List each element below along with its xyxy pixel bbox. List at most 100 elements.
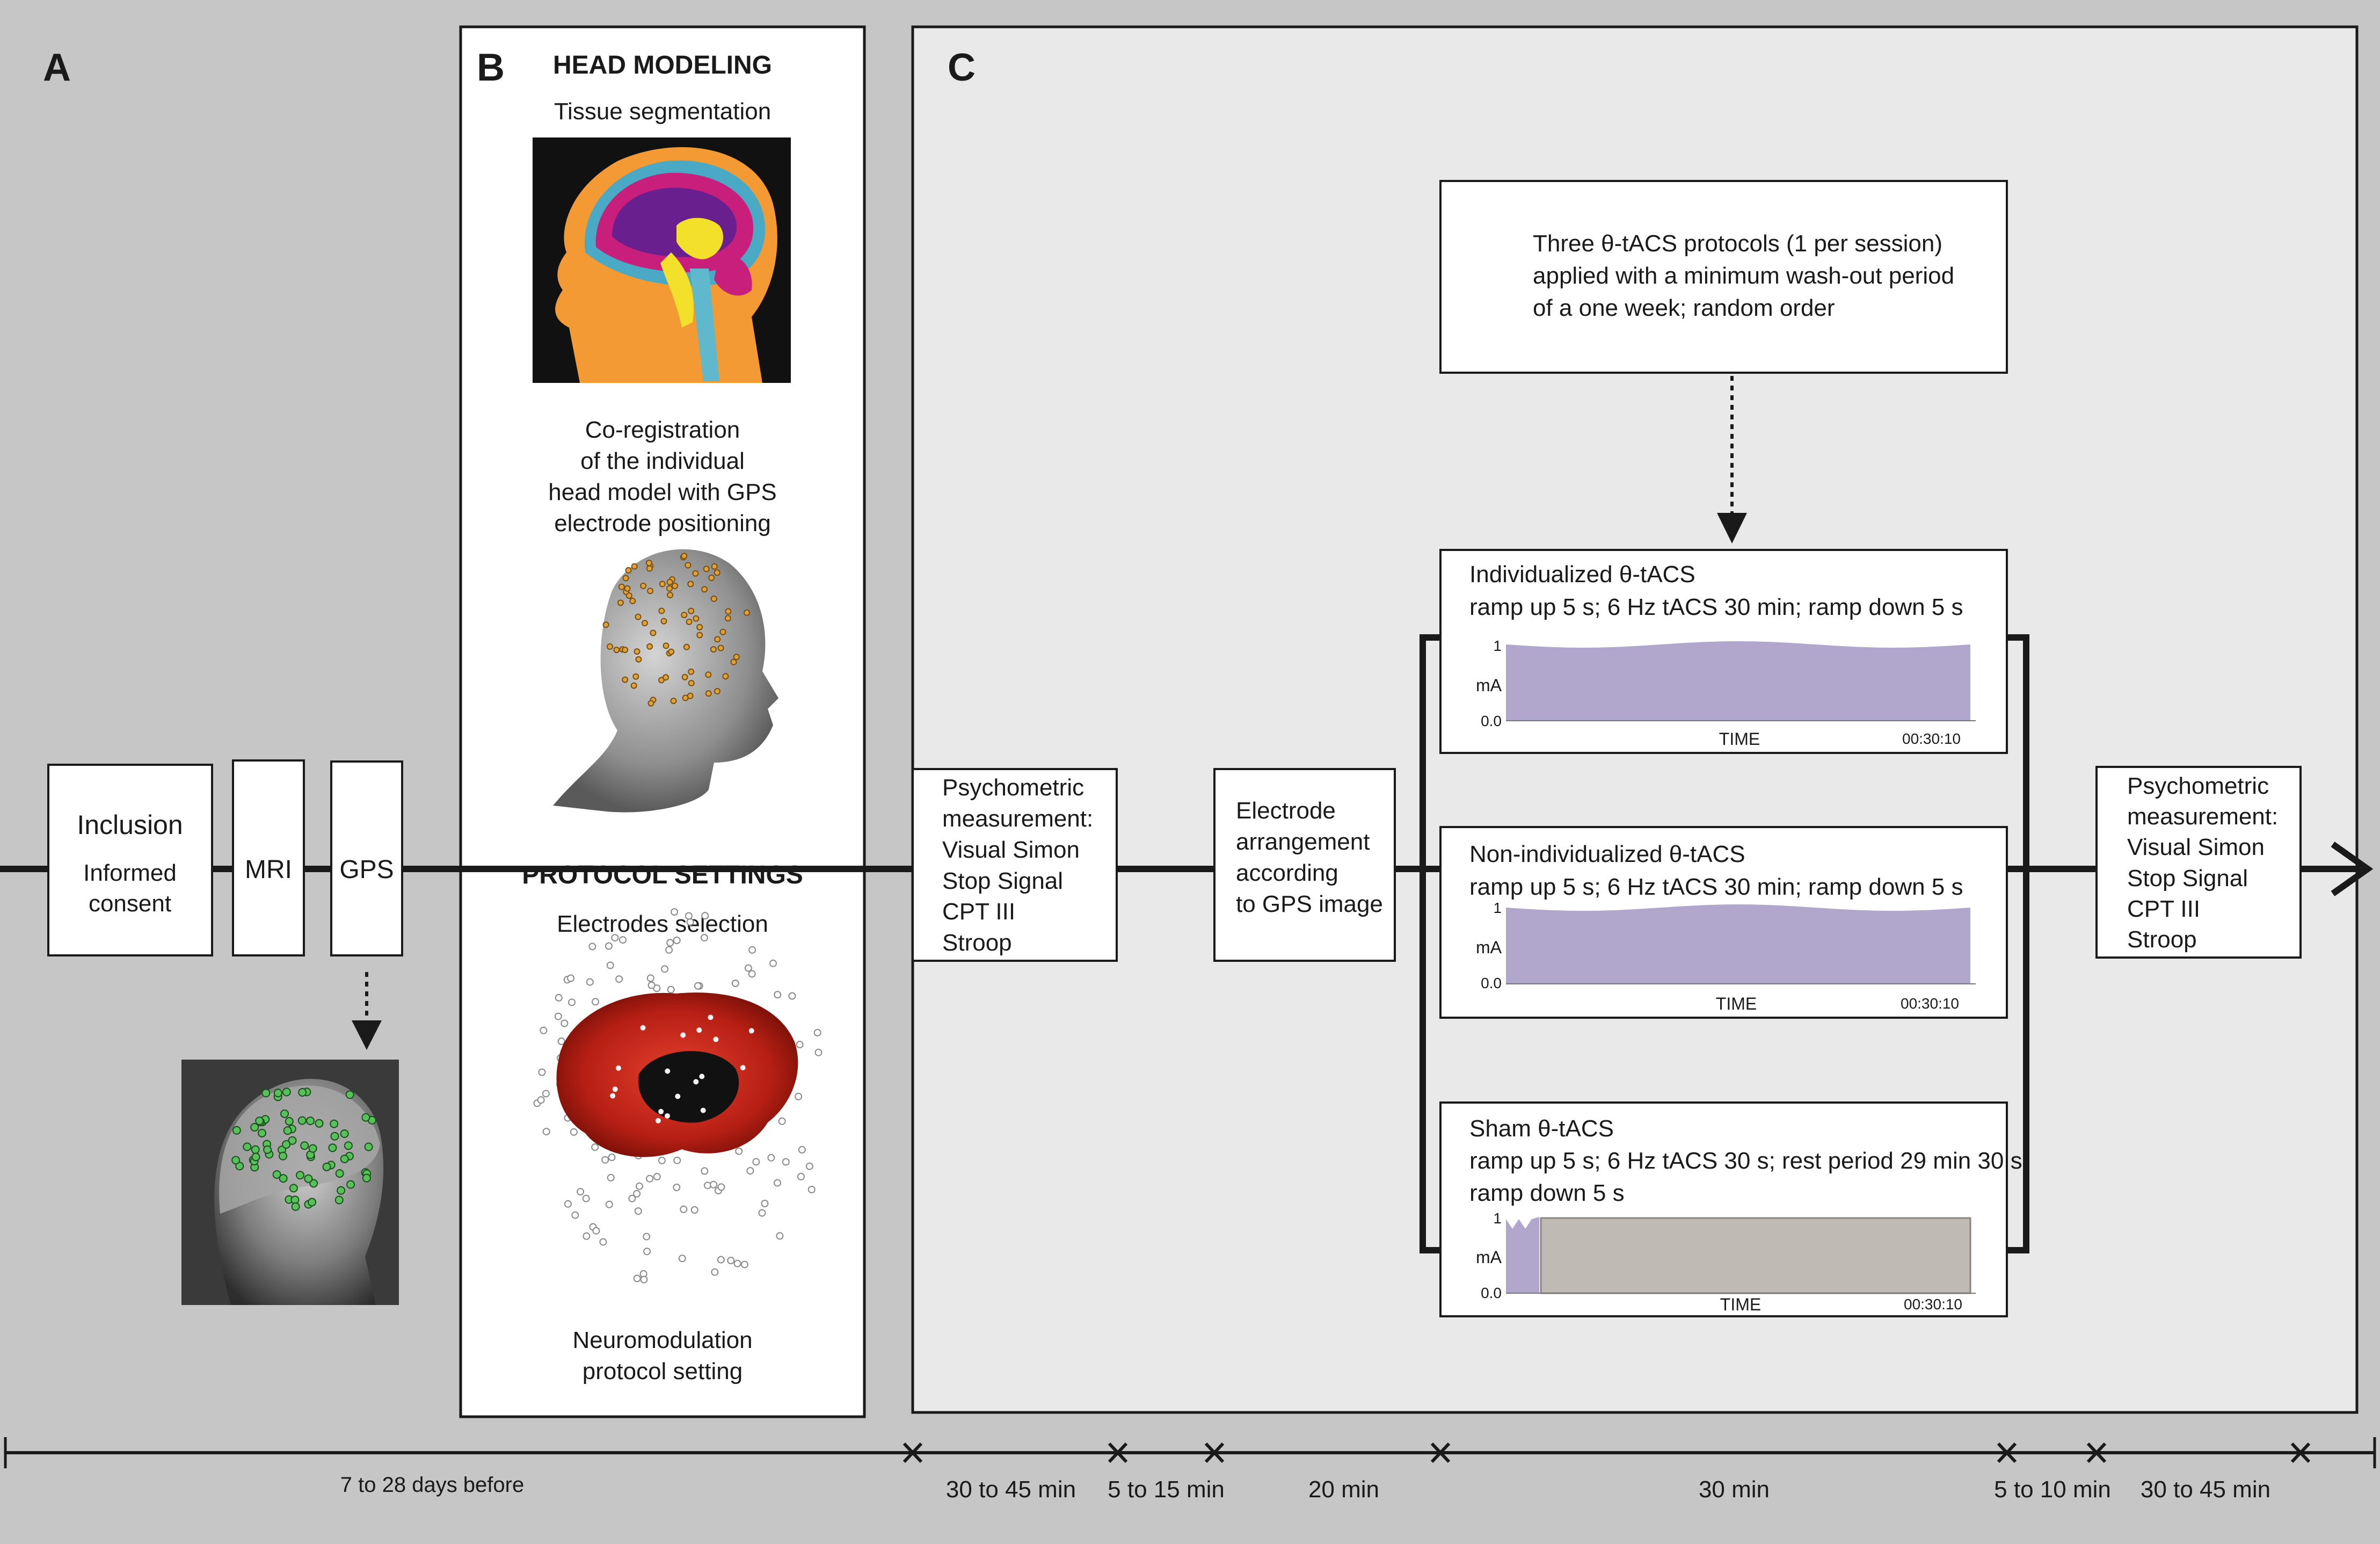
electrode-dot xyxy=(659,581,666,588)
electrode-dot xyxy=(667,592,674,598)
electrode-line-4: to GPS image xyxy=(1236,891,1383,917)
electrode-dot xyxy=(607,1173,615,1181)
electrode-dot xyxy=(733,654,740,661)
electrode-dot xyxy=(628,1194,636,1202)
electrode-dot xyxy=(555,994,563,1002)
electrode-dot xyxy=(567,974,575,982)
electrode-dot xyxy=(337,1186,346,1195)
protocol-non-individualized: Non-individualized θ-tACS ramp up 5 s; 6… xyxy=(1439,826,2008,1019)
inclusion-title: Inclusion xyxy=(77,810,183,840)
electrode-dot xyxy=(361,1113,370,1122)
protocol-3-desc-2: ramp down 5 s xyxy=(1469,1180,1625,1206)
psy-pre-5: CPT III xyxy=(942,898,1015,925)
electrodes-selection-label: Electrodes selection xyxy=(557,911,768,937)
electrode-dot xyxy=(605,942,613,950)
electrode-dot xyxy=(688,680,695,686)
electrode-dot xyxy=(542,1128,550,1136)
panel-c-letter: C xyxy=(948,46,976,89)
electrode-dot xyxy=(647,588,654,595)
electrode-dot xyxy=(673,937,681,944)
electrode-dot xyxy=(655,1118,661,1123)
electrode-dot xyxy=(711,1268,719,1276)
timeline-x-mark xyxy=(1430,1442,1451,1463)
protocol-sham: Sham θ-tACS ramp up 5 s; 6 Hz tACS 30 s;… xyxy=(1439,1101,2029,1317)
electrode-dot xyxy=(605,1200,613,1208)
timeline-label-5: 30 min xyxy=(1699,1476,1770,1503)
electrode-dot xyxy=(708,1014,714,1020)
timeline-label-4: 20 min xyxy=(1308,1476,1379,1503)
protocol-3-ymin: 0.0 xyxy=(1481,1285,1502,1301)
psy-pre-1: Psychometric xyxy=(942,774,1084,801)
electrode-dot xyxy=(291,1202,300,1211)
panel-b-letter: B xyxy=(477,46,505,89)
protocol-3-endtime: 00:30:10 xyxy=(1904,1296,1962,1313)
electrode-dot xyxy=(678,1255,686,1263)
electrode-dot xyxy=(288,1136,297,1145)
electrode-dot xyxy=(752,1158,760,1166)
protocol-2-title: Non-individualized θ-tACS xyxy=(1469,841,1745,867)
electrode-dot xyxy=(280,1109,289,1118)
electrode-dot xyxy=(251,1152,260,1162)
electrode-dot xyxy=(346,1180,355,1189)
electrode-dot xyxy=(330,1132,339,1141)
electrode-dot xyxy=(607,643,613,650)
gps-arrowhead xyxy=(352,1020,382,1050)
timeline-x-mark xyxy=(2086,1442,2107,1463)
protocol-3-yunit: mA xyxy=(1476,1248,1502,1267)
protocol-3-ymax: 1 xyxy=(1493,1210,1502,1227)
electrode-dot xyxy=(582,1194,590,1202)
note-line-1: Three θ-tACS protocols (1 per session) xyxy=(1533,230,1942,257)
electrode-dot xyxy=(714,569,720,576)
electrode-dot xyxy=(538,1068,546,1076)
timeline-label-2: 30 to 45 min xyxy=(946,1476,1076,1503)
protocol-branch-lines xyxy=(1420,634,2029,1253)
electrode-dot xyxy=(601,1156,609,1164)
electrode-dot xyxy=(279,1151,287,1161)
electrode-dot xyxy=(564,1200,572,1208)
electrode-dot xyxy=(705,671,712,678)
timeline-x-mark xyxy=(1108,1442,1128,1463)
gps-label: GPS xyxy=(339,856,394,884)
protocol-1-ymax: 1 xyxy=(1493,637,1502,654)
inclusion-sub-1: Informed xyxy=(83,860,177,886)
gps-electrode-dots xyxy=(231,1088,376,1211)
electrode-dot xyxy=(673,1156,681,1164)
electrode-dot xyxy=(774,1179,781,1187)
electrode-dot xyxy=(250,1123,259,1132)
electrode-dot xyxy=(308,1144,317,1153)
coregistration-line-2: of the individual xyxy=(580,448,745,474)
electrode-dot xyxy=(641,620,648,627)
electrode-dot xyxy=(740,1260,748,1268)
electrode-dot xyxy=(362,1173,371,1183)
electrode-dot xyxy=(330,1119,339,1128)
electrode-dot xyxy=(625,567,632,574)
electrode-dot xyxy=(640,582,647,589)
electrode-dot xyxy=(622,575,629,582)
electrode-dot xyxy=(694,982,702,990)
electrode-dot xyxy=(797,1172,805,1180)
electrode-dot xyxy=(710,595,717,602)
electrode-dot xyxy=(285,1117,294,1126)
coregistration-line-1: Co-registration xyxy=(585,417,740,443)
electrode-dot xyxy=(557,1038,565,1045)
electrode-dot xyxy=(665,946,673,954)
psy-pre-2: measurement: xyxy=(942,806,1093,832)
electrode-dot xyxy=(568,998,576,1006)
psy-post-6: Stroop xyxy=(2127,926,2197,953)
electrode-dot xyxy=(744,609,750,616)
electrode-dot xyxy=(660,618,667,625)
protocol-2-waveform xyxy=(1506,904,1970,984)
protocol-1-endtime: 00:30:10 xyxy=(1902,730,1961,747)
electrode-line-3: according xyxy=(1236,860,1338,886)
psy-pre-3: Visual Simon xyxy=(942,837,1080,863)
electrode-dot xyxy=(650,629,657,636)
electrode-dot xyxy=(665,1113,670,1119)
electrode-dot xyxy=(774,991,782,999)
electrode-dot xyxy=(315,1119,324,1128)
electrode-dot xyxy=(608,1154,616,1161)
electrode-dot xyxy=(725,608,732,615)
electrode-dot xyxy=(364,1142,373,1151)
protocol-2-ymin: 0.0 xyxy=(1481,975,1502,991)
electrode-dot xyxy=(632,673,639,680)
protocol-1-desc: ramp up 5 s; 6 Hz tACS 30 min; ramp down… xyxy=(1469,594,1963,620)
